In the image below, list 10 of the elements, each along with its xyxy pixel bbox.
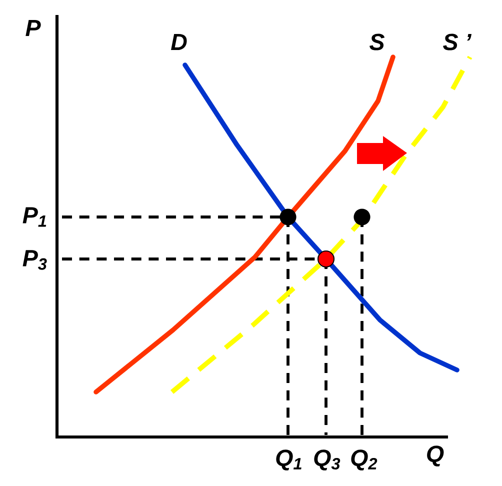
curve-label: D (171, 34, 187, 50)
price-label: P$_{3}$ (22, 250, 47, 270)
quantity-label: Q$_{3}$ (314, 450, 340, 470)
price-label: P$_{1}$ (22, 207, 46, 227)
curve-label: S ’ (443, 34, 472, 50)
axis-label: Q (427, 446, 444, 466)
quantity-label: Q$_{2}$ (351, 450, 378, 470)
quantity-label: Q$_{1}$ (276, 450, 302, 470)
curve-label: S (370, 34, 385, 50)
axis-label: P (26, 20, 41, 36)
